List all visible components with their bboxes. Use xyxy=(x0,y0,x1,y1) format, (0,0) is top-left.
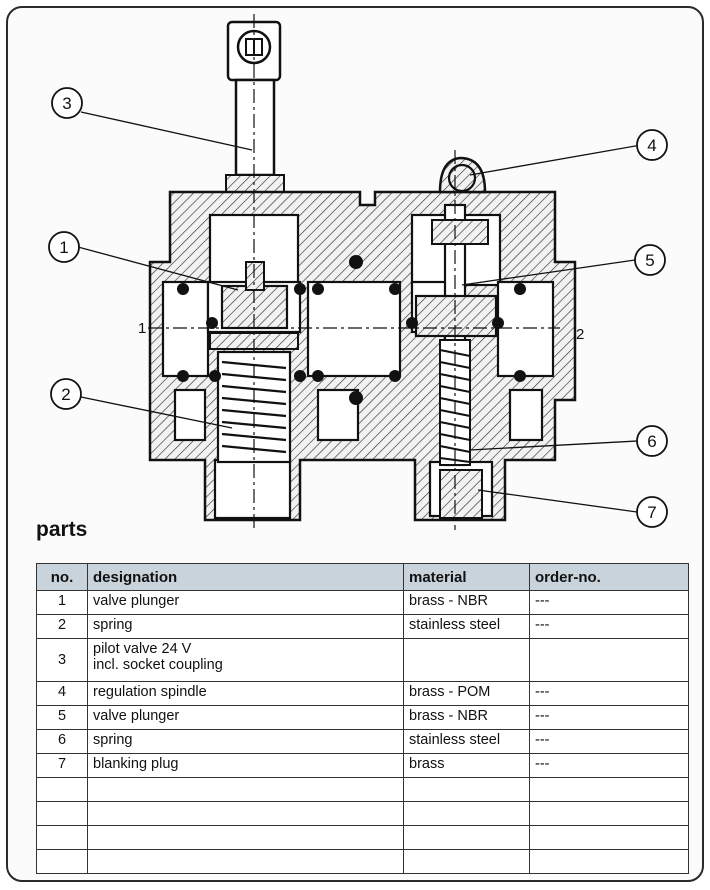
regulation-spindle-4 xyxy=(447,163,477,193)
cell-order-no: --- xyxy=(529,614,689,639)
cell-material: brass - NBR xyxy=(403,590,530,615)
callout-7: 7 xyxy=(636,496,668,528)
cell-material: brass xyxy=(403,753,530,778)
table-row xyxy=(36,777,689,802)
cell-material: stainless steel xyxy=(403,729,530,754)
table-row xyxy=(36,849,689,874)
header-material: material xyxy=(403,563,530,591)
cell-order-no xyxy=(529,801,689,826)
cell-order-no xyxy=(529,849,689,874)
center-lines xyxy=(148,14,560,530)
header-order-no: order-no. xyxy=(529,563,689,591)
cell-designation xyxy=(87,849,404,874)
pilot-valve-body xyxy=(225,20,285,194)
callout-4: 4 xyxy=(636,129,668,161)
svg-text:3: 3 xyxy=(62,94,71,113)
cell-material xyxy=(403,825,530,850)
cell-material xyxy=(403,777,530,802)
cell-no xyxy=(36,801,88,826)
cell-no xyxy=(36,777,88,802)
cell-order-no: --- xyxy=(529,681,689,706)
cell-designation: valve plunger xyxy=(87,705,404,730)
svg-text:6: 6 xyxy=(647,432,656,451)
cell-no: 2 xyxy=(36,614,88,639)
cell-order-no: --- xyxy=(529,705,689,730)
svg-text:2: 2 xyxy=(61,385,70,404)
parts-heading: parts xyxy=(36,518,88,541)
leader-lines xyxy=(77,111,642,513)
cell-designation: spring xyxy=(87,729,404,754)
cell-no: 7 xyxy=(36,753,88,778)
cell-order-no: --- xyxy=(529,729,689,754)
cell-order-no xyxy=(529,825,689,850)
header-designation: designation xyxy=(87,563,404,591)
cell-designation: valve plunger xyxy=(87,590,404,615)
cell-designation xyxy=(87,825,404,850)
table-row xyxy=(36,825,689,850)
callout-3: 3 xyxy=(51,87,83,119)
cell-material xyxy=(403,638,530,682)
cell-no xyxy=(36,825,88,850)
cell-designation: blanking plug xyxy=(87,753,404,778)
valve-cross-section-drawing: 1 2 3 4 1 5 2 6 7 xyxy=(48,14,668,530)
table-row xyxy=(36,801,689,826)
cell-material: stainless steel xyxy=(403,614,530,639)
axis-label-2: 2 xyxy=(576,326,584,343)
svg-text:4: 4 xyxy=(647,136,656,155)
cell-material xyxy=(403,801,530,826)
cell-no: 5 xyxy=(36,705,88,730)
cell-order-no: --- xyxy=(529,753,689,778)
callout-2: 2 xyxy=(50,378,82,410)
svg-text:1: 1 xyxy=(59,238,68,257)
svg-text:7: 7 xyxy=(647,503,656,522)
cell-material xyxy=(403,849,530,874)
callout-6: 6 xyxy=(636,425,668,457)
svg-text:5: 5 xyxy=(645,251,654,270)
cell-material: brass - NBR xyxy=(403,705,530,730)
cell-no: 1 xyxy=(36,590,88,615)
blanking-plug-7 xyxy=(439,469,483,519)
callout-5: 5 xyxy=(634,244,666,276)
cell-designation: regulation spindle xyxy=(87,681,404,706)
cell-designation xyxy=(87,801,404,826)
cell-no: 4 xyxy=(36,681,88,706)
cell-no: 6 xyxy=(36,729,88,754)
cell-material: brass - POM xyxy=(403,681,530,706)
valve-plunger-5 xyxy=(414,219,498,338)
axis-label-1: 1 xyxy=(138,320,146,337)
cell-order-no xyxy=(529,638,689,682)
callout-1: 1 xyxy=(48,231,80,263)
cell-no xyxy=(36,849,88,874)
header-no: no. xyxy=(36,563,88,591)
cell-order-no: --- xyxy=(529,590,689,615)
cell-order-no xyxy=(529,777,689,802)
cell-designation xyxy=(87,777,404,802)
o-rings xyxy=(177,255,526,405)
cell-designation: pilot valve 24 V incl. socket coupling xyxy=(87,638,404,682)
cell-no: 3 xyxy=(36,638,88,682)
cell-designation: spring xyxy=(87,614,404,639)
parts-table-header: no. designation material order-no. xyxy=(36,563,689,591)
